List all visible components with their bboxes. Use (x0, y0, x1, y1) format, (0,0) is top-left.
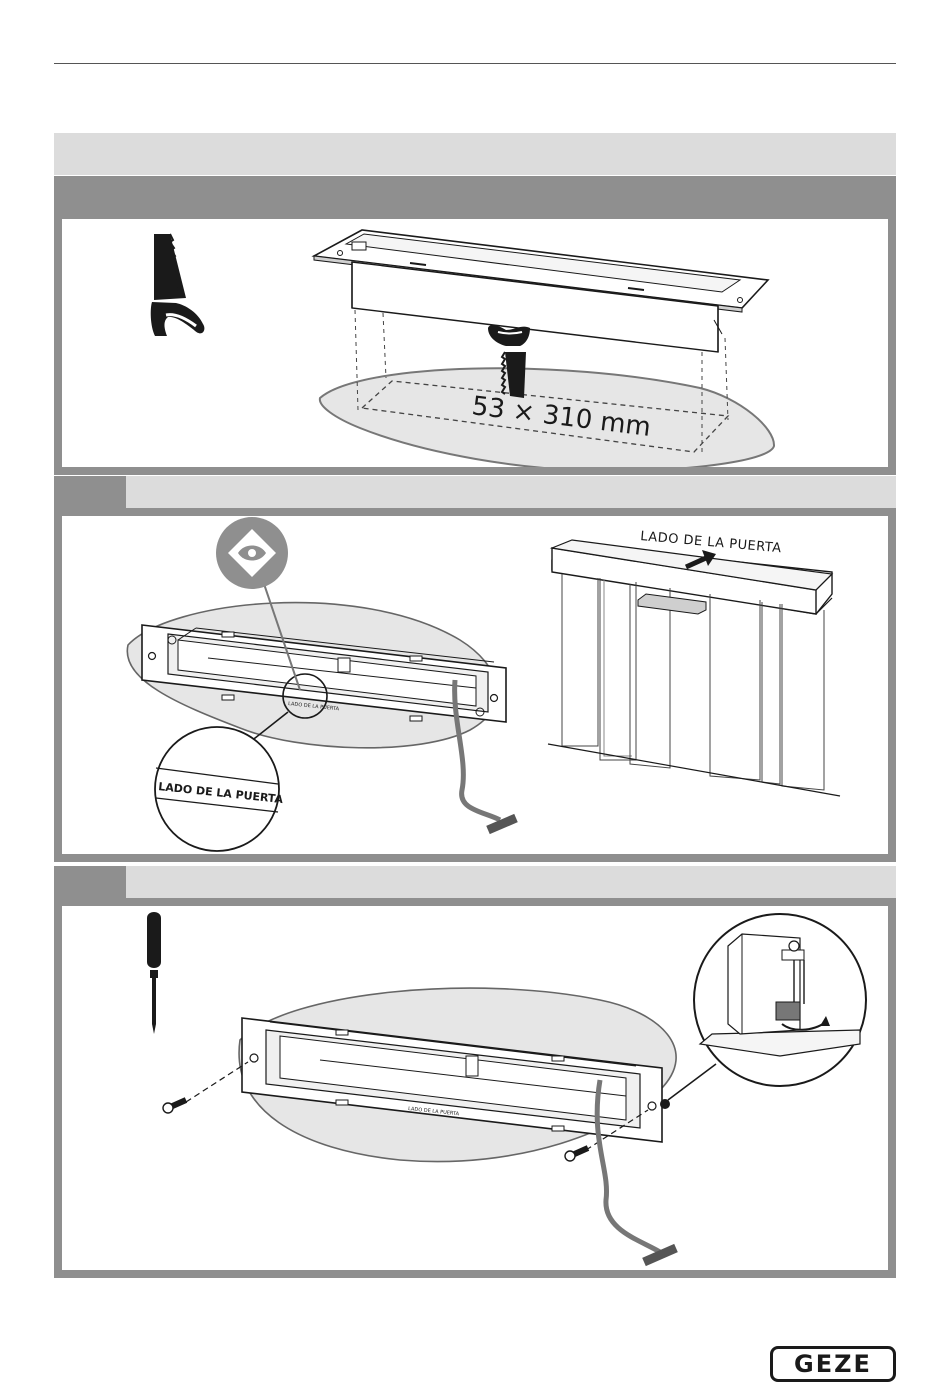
step-3-illustration: LADO DE LA PUERTA (62, 906, 888, 1270)
step-2-illustration: LADO DE LA PUERTA LADO DE LA PUERT (62, 516, 888, 854)
step-1-illustration: 53 × 310 mm (62, 219, 888, 467)
zoom-detail-circle: LADO DE LA PUERTA (155, 727, 284, 851)
cable-plug (488, 818, 516, 830)
detail-pointer-line (668, 1064, 716, 1100)
door-system-diagram: LADO DE LA PUERTA (548, 529, 840, 796)
section-header-band (54, 133, 896, 175)
saw-icon (151, 234, 205, 336)
screw-left-icon (163, 1062, 248, 1113)
screwdriver-icon (147, 912, 161, 1034)
step-3-bar (126, 866, 896, 898)
geze-logo: GEZE (770, 1346, 896, 1382)
top-rule (54, 63, 896, 64)
step-3-panel: LADO DE LA PUERTA (54, 898, 896, 1278)
step-1-bar (126, 176, 896, 212)
eye-icon (216, 517, 288, 589)
clamp-detail-circle (694, 914, 866, 1086)
step-1-panel: 53 × 310 mm (54, 211, 896, 475)
cable-plug (644, 1248, 676, 1262)
step-2-bar (126, 476, 896, 508)
step-2-panel: LADO DE LA PUERTA LADO DE LA PUERT (54, 508, 896, 862)
